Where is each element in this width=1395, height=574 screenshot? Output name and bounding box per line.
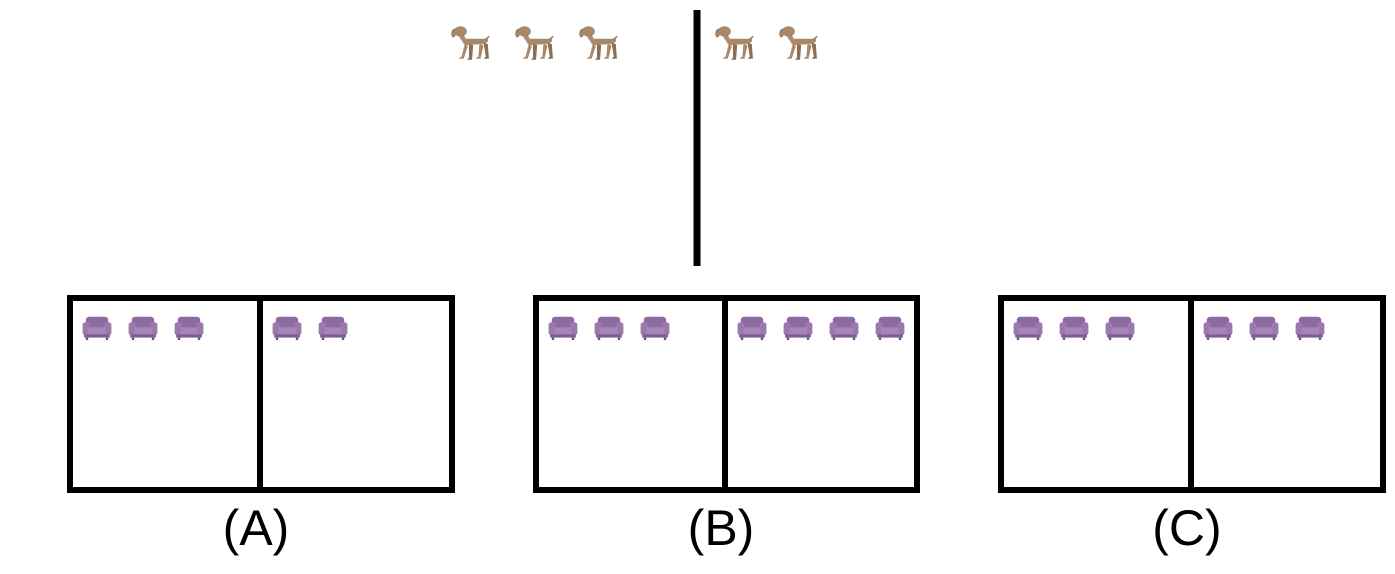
option-c[interactable]: (C) — [998, 295, 1386, 556]
option-b[interactable]: (B) — [533, 295, 920, 556]
dog-icon — [515, 26, 554, 60]
option-b-left-group — [548, 316, 670, 340]
armchair-icon — [1249, 316, 1279, 340]
top-left-group — [451, 26, 618, 60]
top-right-group — [715, 26, 818, 60]
armchair-icon — [82, 316, 112, 340]
armchair-icon — [272, 316, 302, 340]
armchair-icon — [594, 316, 624, 340]
dog-icon — [451, 26, 490, 60]
armchair-icon — [875, 316, 905, 340]
option-b-right-group — [737, 316, 905, 340]
armchair-icon — [1013, 316, 1043, 340]
option-c-right-group — [1203, 316, 1325, 340]
armchair-icon — [548, 316, 578, 340]
option-c-label: (C) — [1152, 500, 1221, 556]
option-a-left-group — [82, 316, 204, 340]
armchair-icon — [174, 316, 204, 340]
option-a-right-group — [272, 316, 348, 340]
dog-icon — [579, 26, 618, 60]
armchair-icon — [1059, 316, 1089, 340]
dog-icon — [715, 26, 754, 60]
armchair-icon — [737, 316, 767, 340]
option-b-label: (B) — [688, 500, 755, 556]
option-a-label: (A) — [223, 500, 290, 556]
armchair-icon — [318, 316, 348, 340]
armchair-icon — [128, 316, 158, 340]
dog-icon — [779, 26, 818, 60]
armchair-icon — [1295, 316, 1325, 340]
armchair-icon — [1105, 316, 1135, 340]
armchair-icon — [640, 316, 670, 340]
armchair-icon — [783, 316, 813, 340]
option-a[interactable]: (A) — [67, 295, 455, 556]
armchair-icon — [829, 316, 859, 340]
option-c-left-group — [1013, 316, 1135, 340]
armchair-icon — [1203, 316, 1233, 340]
